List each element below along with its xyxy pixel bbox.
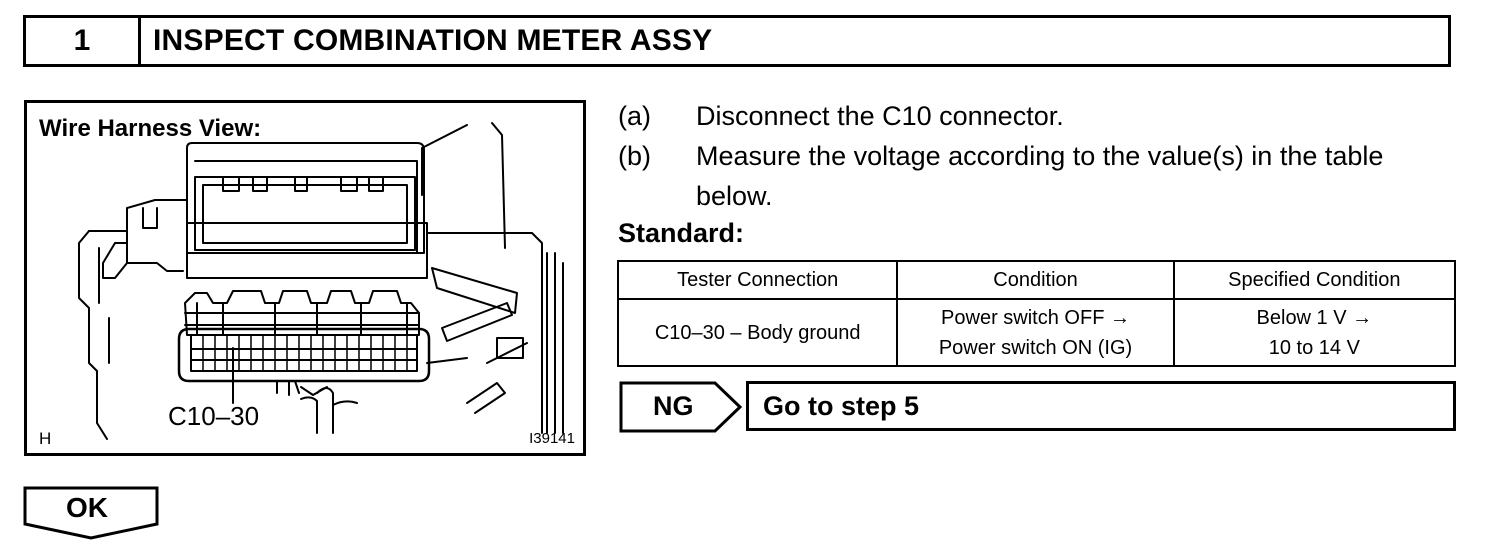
ok-arrow-icon [23, 486, 159, 540]
step-number: 1 [26, 18, 141, 64]
standard-label: Standard: [618, 218, 745, 248]
table-header-row: Tester Connection Condition Specified Co… [616, 260, 1457, 300]
condition-line: Power switch ON (IG) [938, 336, 1133, 359]
instruction-text: Measure the voltage according to the val… [696, 141, 1384, 211]
corner-code: H [39, 429, 52, 448]
instruction-text: Disconnect the C10 connector. [696, 101, 1064, 131]
ng-action-box: Go to step 5 [746, 381, 1456, 431]
instruction-letter: (b) [618, 141, 651, 171]
condition-cell: Power switch OFF → Power switch ON (IG) [896, 298, 1175, 367]
column-header: Condition [896, 260, 1175, 300]
condition-line: Power switch OFF → [941, 306, 1130, 329]
specified-condition-cell: Below 1 V → 10 to 14 V [1172, 298, 1457, 367]
figure-title: Wire Harness View: [39, 115, 262, 142]
ng-arrow-icon [619, 381, 743, 433]
standard-table: Tester Connection Condition Specified Co… [616, 260, 1457, 367]
spec-line: 10 to 14 V [1268, 336, 1360, 359]
ok-label: OK [66, 492, 108, 523]
step-title: INSPECT COMBINATION METER ASSY [153, 24, 713, 57]
figure-id: I39141 [529, 430, 575, 447]
tester-connection-cell: C10–30 – Body ground [616, 298, 899, 367]
column-header: Specified Condition [1172, 260, 1457, 300]
instruction-item: (a) Disconnect the C10 connector. [618, 96, 1468, 136]
table-row: C10–30 – Body ground Power switch OFF → … [616, 298, 1457, 367]
instruction-list: (a) Disconnect the C10 connector. (b) Me… [618, 96, 1468, 216]
connector-illustration [78, 122, 564, 440]
column-header: Tester Connection [616, 260, 899, 300]
instruction-item: (b) Measure the voltage according to the… [618, 136, 1468, 216]
instruction-letter: (a) [618, 101, 651, 131]
ng-label: NG [653, 391, 694, 421]
step-header: 1 INSPECT COMBINATION METER ASSY [23, 15, 1451, 67]
spec-line: Below 1 V → [1256, 306, 1373, 329]
wire-harness-figure: Wire Harness View: C10–30 H I39141 [24, 100, 586, 456]
ng-action-text: Go to step 5 [763, 390, 920, 421]
terminal-callout: C10–30 [168, 401, 260, 431]
